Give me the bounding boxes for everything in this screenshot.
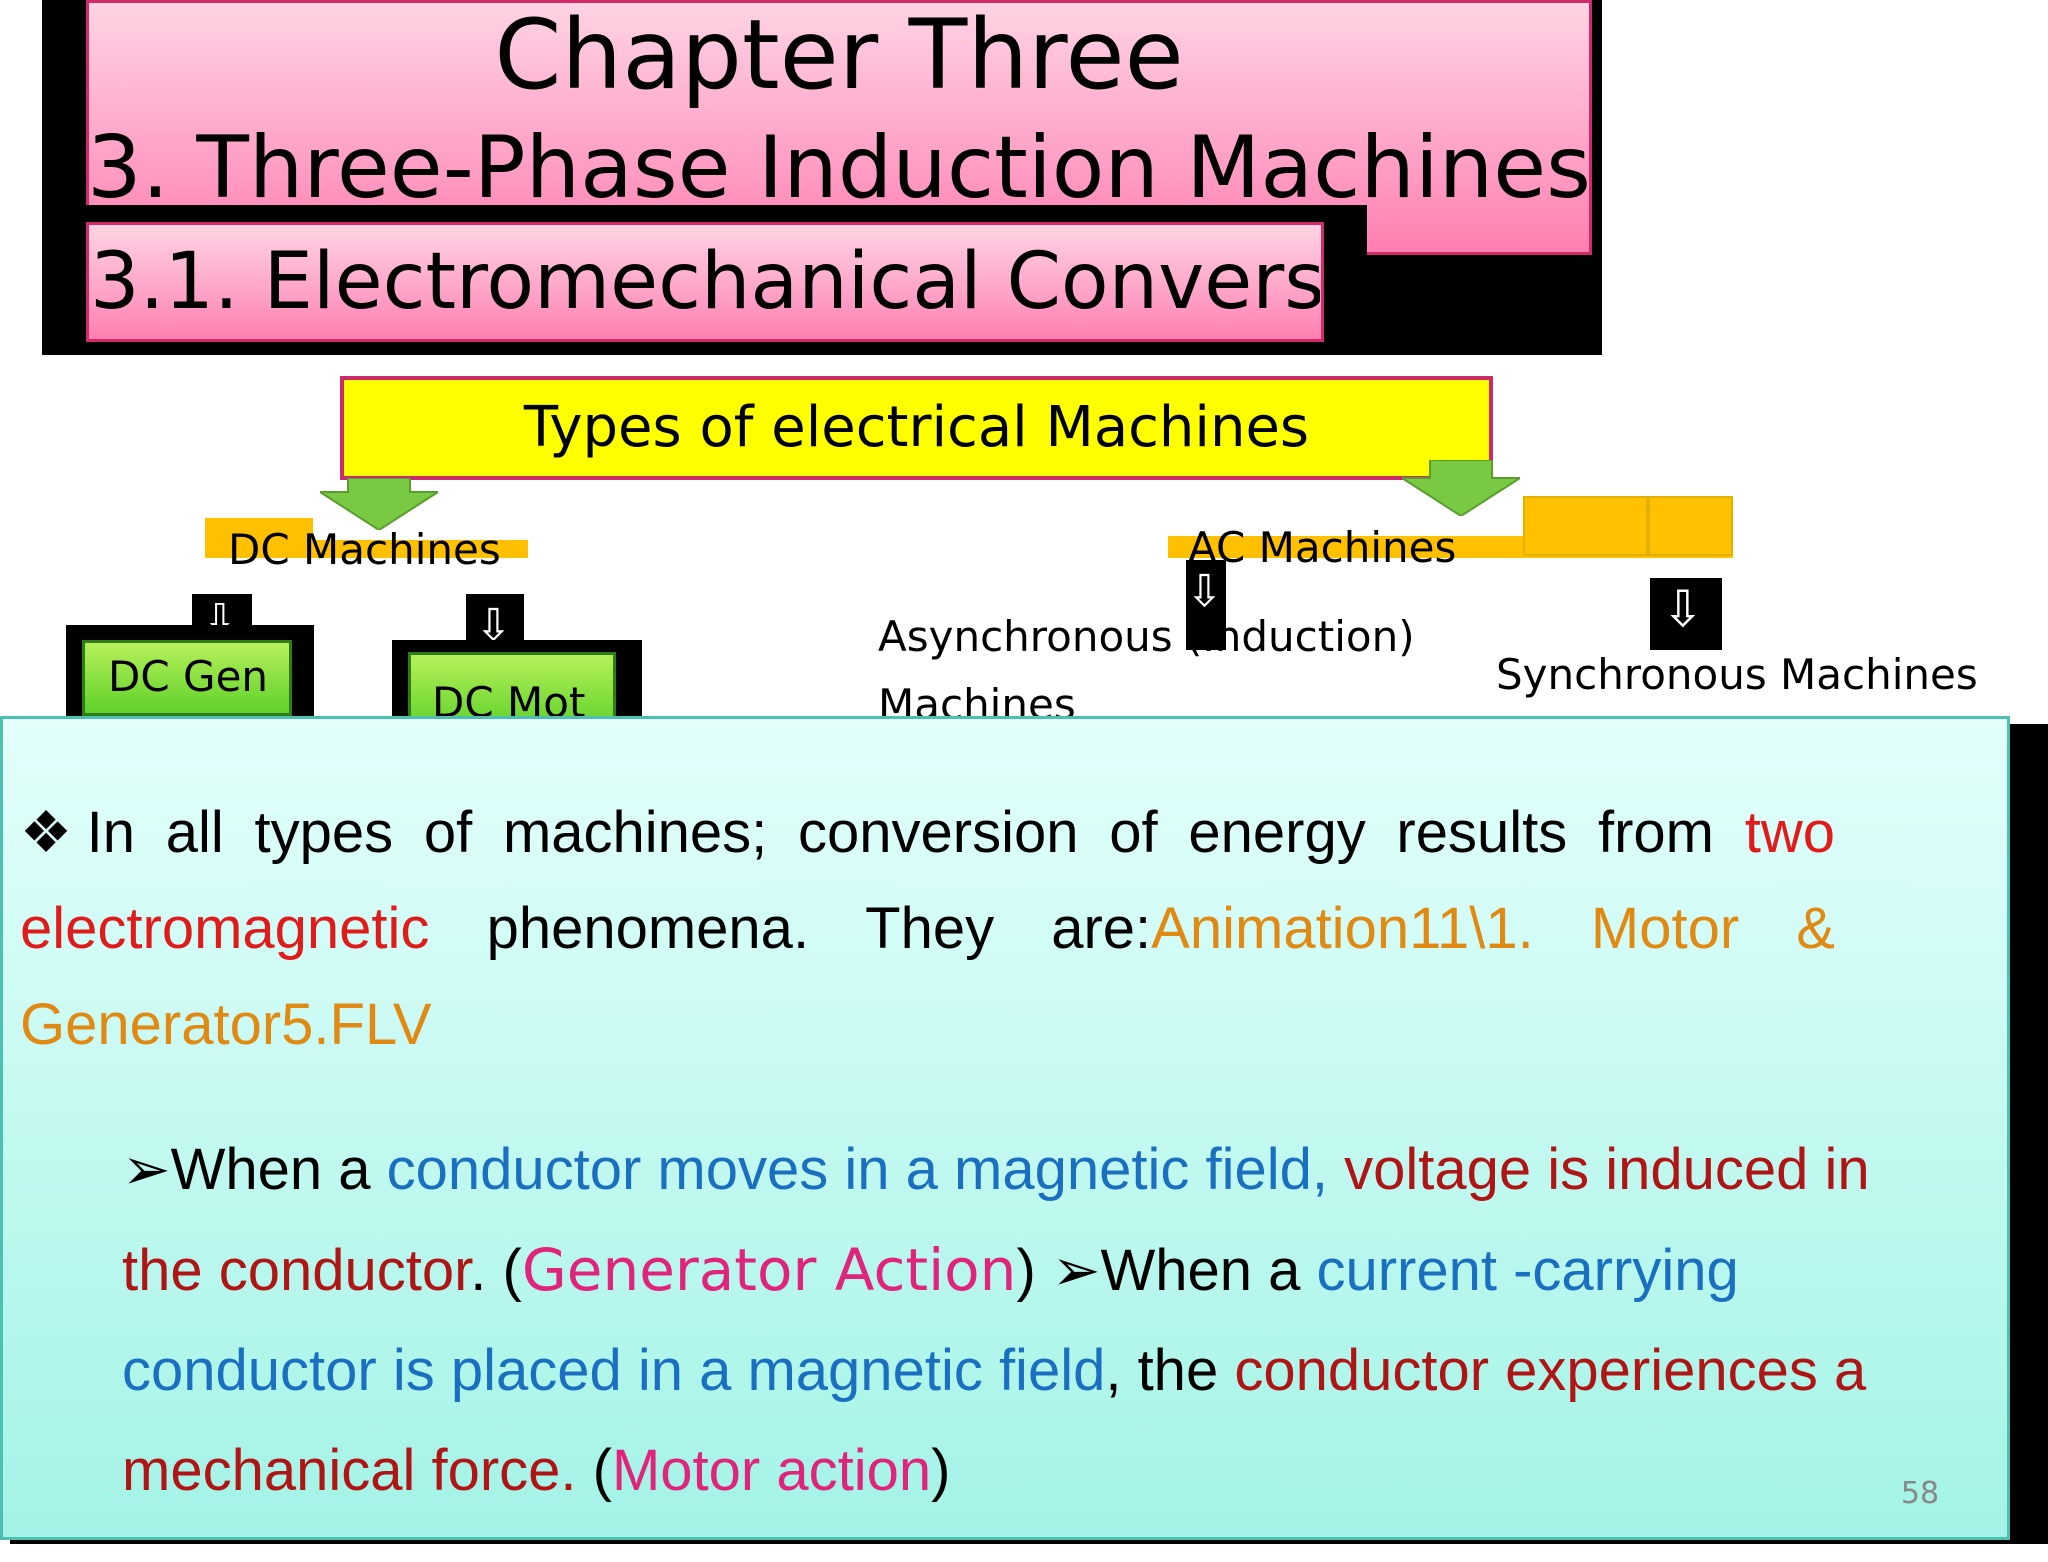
mechanical-force-text: conductor experiences a mechanical force… bbox=[122, 1338, 1867, 1503]
current-carrying-text: current -carrying conductor is placed in… bbox=[122, 1238, 1739, 1403]
async-machines-label-1: Asynchronous (Induction) bbox=[878, 612, 1415, 661]
bullet-actions: ➢When a conductor moves in a magnetic fi… bbox=[122, 1120, 1942, 1521]
bullet1-text: In all types of machines; conversion of … bbox=[86, 800, 1745, 865]
motor-action-text: Motor action bbox=[611, 1438, 932, 1503]
bullet2-when-text: When a bbox=[170, 1137, 387, 1202]
bullet3-paren-text: ( bbox=[576, 1438, 612, 1503]
arrow-down-icon bbox=[320, 478, 438, 530]
dc-bar-right bbox=[313, 540, 528, 558]
bullet2-punct-text: . ( bbox=[470, 1238, 522, 1303]
bullet2-close-text: ) bbox=[1016, 1238, 1052, 1303]
ac-machines-label: AC Machines bbox=[1188, 523, 1457, 572]
dc-gen-box bbox=[82, 640, 292, 716]
bullet-energy-conversion: ❖In all types of machines; conversion of… bbox=[20, 785, 1835, 1073]
page-number: 58 bbox=[1900, 1476, 1940, 1511]
slide-heading: 3. Three-Phase Induction Machines bbox=[87, 118, 1591, 218]
dc-bar-left bbox=[205, 518, 313, 558]
arrow-down-icon: ⇩ bbox=[1662, 580, 1704, 638]
subtitle-box bbox=[86, 222, 1324, 342]
diamond-bullet-icon: ❖ bbox=[20, 800, 87, 865]
dc-machines-label: DC Machines bbox=[228, 525, 501, 574]
bullet3-close-text: ) bbox=[931, 1438, 951, 1503]
arrow-down-icon bbox=[1402, 460, 1520, 516]
ac-bar-block-2 bbox=[1648, 496, 1733, 556]
voltage-induced-text: voltage is induced in the conductor bbox=[122, 1137, 1870, 1303]
section-heading: 3.1. Electromechanical Conversio bbox=[90, 237, 1320, 327]
arrow-bullet-icon: ➢ bbox=[122, 1137, 171, 1202]
bullet3-the-text: , the bbox=[1105, 1338, 1235, 1403]
arrow-bullet-icon: ➢ bbox=[1051, 1238, 1101, 1303]
types-of-machines-box: Types of electrical Machines bbox=[340, 376, 1493, 480]
conductor-moves-text: conductor moves in a magnetic field, bbox=[386, 1137, 1345, 1202]
bullet1-phenomena-text: phenomena. They are: bbox=[429, 896, 1152, 961]
sync-machines-label: Synchronous Machines bbox=[1496, 650, 1978, 699]
arrow-down-icon: ⇩ bbox=[1186, 566, 1223, 617]
sync-arrow-bg bbox=[1650, 578, 1722, 650]
content-panel bbox=[0, 716, 2010, 1540]
dc-gen-label: DC Gen bbox=[108, 652, 269, 701]
generator-action-text: Generator Action bbox=[521, 1236, 1017, 1304]
two-electromagnetic-text: two electromagnetic bbox=[20, 800, 1835, 961]
animation-link[interactable]: Animation11\1. Motor & Generator5.FLV bbox=[20, 896, 1835, 1057]
bullet3-when-text: When a bbox=[1100, 1238, 1317, 1303]
ac-bar-left bbox=[1168, 536, 1523, 558]
async-arrow-bg bbox=[1186, 560, 1226, 650]
ac-bar-block-1 bbox=[1523, 496, 1648, 556]
chapter-title: Chapter Three bbox=[494, 0, 1184, 111]
